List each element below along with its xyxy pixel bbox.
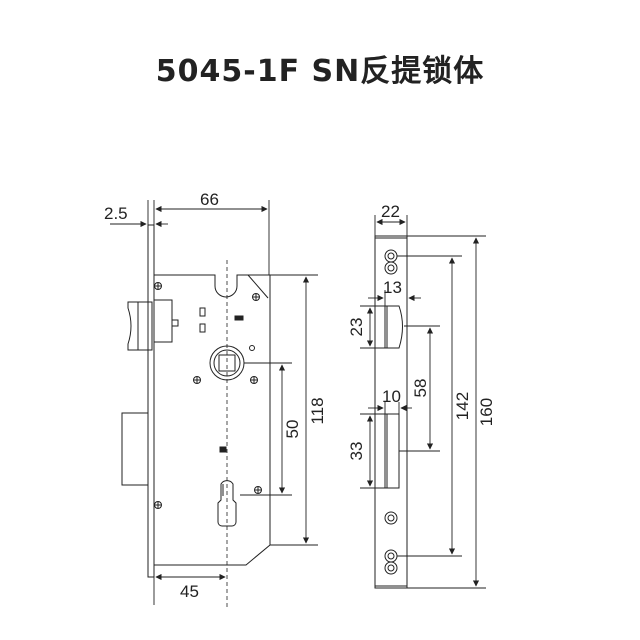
dim-label-45: 45 [180,582,199,601]
faceplate-screw [384,249,398,263]
front-plate [147,224,155,578]
case-body [153,274,271,566]
faceplate [374,235,408,589]
diagram-title: 5045-1F SN反提锁体 [155,54,485,89]
deadbolt [121,412,149,486]
faceplate-screw [384,561,398,575]
faceplate-screw [384,511,398,525]
faceplate-screw [384,261,398,275]
dim-label-58: 58 [411,379,430,398]
screw-hole [154,282,162,290]
dim-label-33: 33 [347,442,366,461]
case-bevel [247,274,269,299]
screw-hole [250,376,258,384]
dim-label-10: 10 [382,387,401,406]
latch-bolt [127,301,153,351]
dim-label-50: 50 [283,420,302,439]
dim-label-66: 66 [200,190,219,209]
dim-label-142: 142 [453,392,472,420]
screw-hole [254,486,262,494]
latch-face [384,305,403,349]
dim-label-118: 118 [308,397,327,424]
dim-label-13: 13 [383,278,402,297]
dim-label-160: 160 [477,398,496,426]
dimensions-faceplate-view [360,215,486,589]
faceplate-screw [384,549,398,563]
screw-hole [252,293,260,301]
screw-hole [193,376,201,384]
dim-label-2-5: 2.5 [104,204,128,223]
dim-label-23: 23 [347,318,366,337]
screw-hole [154,501,162,509]
dimensions-side-view [110,200,318,605]
dim-label-22: 22 [381,202,400,221]
lock-case-side-view [121,224,318,610]
latch-tail [153,299,173,343]
